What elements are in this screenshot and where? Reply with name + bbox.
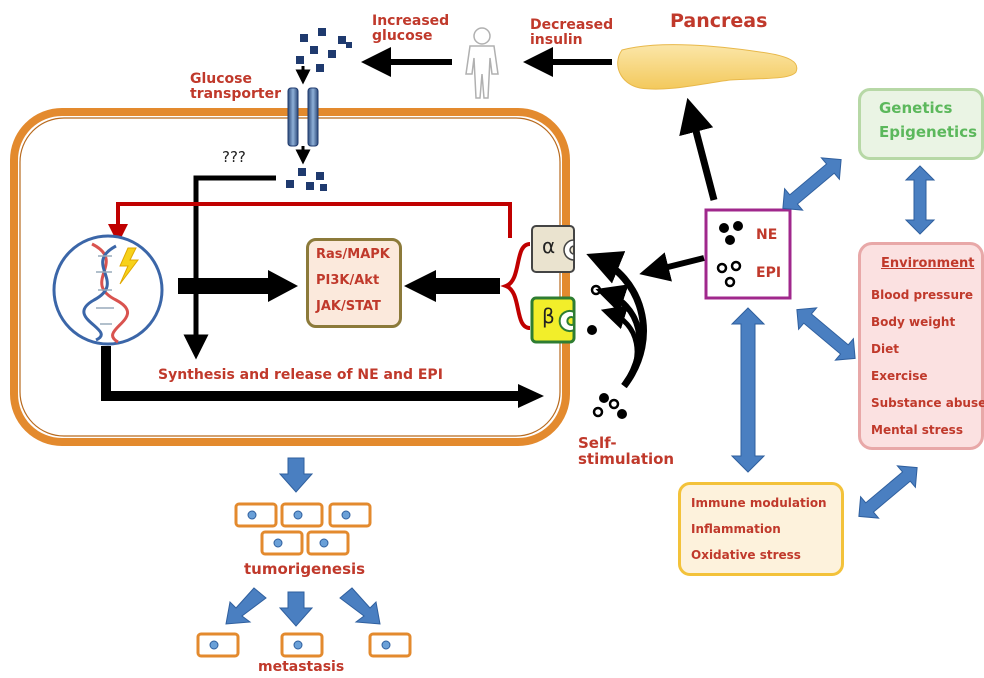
immune-modulation-label: Immune modulation xyxy=(691,496,827,510)
epi-label: EPI xyxy=(756,265,782,281)
env-mental-stress: Mental stress xyxy=(871,423,963,437)
glucose-transporter-line2: transporter xyxy=(190,85,281,102)
env-exercise: Exercise xyxy=(871,369,928,383)
env-body-weight: Body weight xyxy=(871,315,956,329)
cell-to-tumor-arrow xyxy=(278,457,314,493)
arrow-immune-environment xyxy=(858,465,918,519)
self-stimulation-line1: Self- xyxy=(578,434,617,452)
dna-to-pathways-arrow xyxy=(178,270,298,302)
tumor-to-metastasis-center-arrow xyxy=(278,591,314,627)
beta-receptor xyxy=(530,296,576,344)
tumor-to-metastasis-right-arrow xyxy=(339,587,381,625)
genetics-box: Genetics Epigenetics xyxy=(858,88,984,160)
blue-double-arrows xyxy=(225,157,936,627)
env-blood-pressure: Blood pressure xyxy=(871,288,974,302)
unknown-mechanism-label: ??? xyxy=(222,148,246,166)
glucose-transporter-label: Glucose transporter xyxy=(190,72,281,101)
glucose-molecules-inside xyxy=(286,168,327,191)
epi-molecules xyxy=(716,260,742,288)
self-stimulation-label: Self- stimulation xyxy=(578,434,675,468)
genetics-label: Genetics xyxy=(879,99,953,117)
self-stimulation-arrow-beta2 xyxy=(600,305,640,388)
metastasis-label: metastasis xyxy=(258,659,345,675)
glucose-transporter-channel xyxy=(287,87,319,147)
pathway-pi3k-akt: PI3K/Akt xyxy=(316,273,380,288)
alpha-symbol: α xyxy=(542,234,556,258)
env-diet: Diet xyxy=(871,342,899,356)
epigenetics-label: Epigenetics xyxy=(879,123,978,141)
arrow-ne-environment xyxy=(796,307,856,361)
ne-box-to-pancreas-arrow xyxy=(679,97,718,201)
immune-box: Immune modulation Inflammation Oxidative… xyxy=(678,482,844,576)
receptor-brace xyxy=(500,242,531,330)
inflammation-label: Inflammation xyxy=(691,522,781,536)
dna-to-release-arrow xyxy=(101,346,520,401)
env-substance-abuse: Substance abuse xyxy=(871,396,984,410)
synthesis-label: Synthesis and release of NE and EPI xyxy=(158,367,443,383)
decreased-insulin-line2: insulin xyxy=(530,31,583,48)
tumorigenesis-label: tumorigenesis xyxy=(244,560,366,578)
environment-box: Environment Blood pressure Body weight D… xyxy=(858,242,984,450)
glucose-molecules-outside xyxy=(296,28,352,72)
tumor-cells xyxy=(234,502,372,556)
self-stimulation-molecules xyxy=(587,284,627,419)
lightning-icon xyxy=(119,247,139,285)
increased-glucose-line2: glucose xyxy=(372,27,433,44)
pancreas-label: Pancreas xyxy=(670,10,768,32)
dna-nucleus xyxy=(52,234,164,346)
oxidative-stress-label: Oxidative stress xyxy=(691,548,801,562)
pathway-ras-mapk: Ras/MAPK xyxy=(316,247,390,262)
ne-epi-box xyxy=(704,208,792,300)
pathway-jak-stat: JAK/STAT xyxy=(316,299,381,314)
receptor-to-dna-arrow xyxy=(108,202,512,244)
ne-molecules xyxy=(719,221,743,245)
increased-glucose-line1: Increased xyxy=(372,13,450,29)
self-stimulation-line2: stimulation xyxy=(578,449,675,468)
arrow-genetics-environment xyxy=(904,165,936,235)
alpha-receptor xyxy=(531,225,575,273)
beta-symbol: β xyxy=(542,304,555,328)
ne-box-to-receptor-arrow xyxy=(639,252,705,282)
environment-title: Environment xyxy=(881,256,975,271)
tumor-to-metastasis-left-arrow xyxy=(225,587,267,625)
pancreas-icon xyxy=(617,44,798,90)
decreased-insulin-line1: Decreased xyxy=(530,17,614,33)
metastasis-cell-nuclei xyxy=(209,640,391,650)
metastasis-cells xyxy=(196,632,412,658)
increased-glucose-label: Increased glucose xyxy=(372,14,449,43)
signaling-pathways-box: Ras/MAPK PI3K/Akt JAK/STAT xyxy=(306,238,402,328)
glucose-transporter-line1: Glucose xyxy=(190,71,253,87)
decreased-insulin-label: Decreased insulin xyxy=(530,18,613,47)
receptors-to-pathways-arrow xyxy=(404,270,500,302)
tumor-cell-nuclei xyxy=(247,510,351,548)
human-figure-icon xyxy=(465,27,499,99)
arrow-ne-genetics xyxy=(782,157,842,211)
ne-label: NE xyxy=(756,227,778,243)
arrow-ne-immune xyxy=(730,307,766,473)
